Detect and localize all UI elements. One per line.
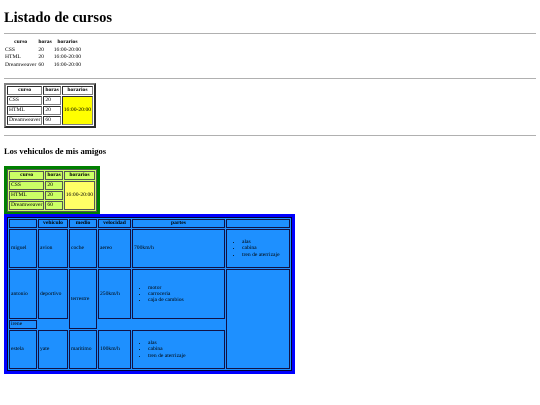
page-title: Listado de cursos <box>4 10 112 26</box>
table-cell: Dreamweaver <box>5 61 37 68</box>
merged-horario-cell: 16:00-20:00 <box>63 181 96 210</box>
table-cell: 60 <box>45 201 63 210</box>
column-header: horarios <box>63 171 96 180</box>
column-header: vehiculo <box>38 219 68 228</box>
divider-3 <box>4 135 536 136</box>
divider-2 <box>4 78 536 79</box>
table-cell: CSS <box>5 46 15 53</box>
vehiculos-table: vehiculo medio velocidad partes miguel a… <box>7 217 292 371</box>
table-cell: CSS <box>7 96 43 105</box>
column-header: partes <box>132 219 225 228</box>
table-cell: 20 <box>38 46 44 53</box>
table-cell: Dreamweaver <box>7 116 43 125</box>
partes-list: alas cabina tren de aterrizaje <box>134 340 223 359</box>
list-item: tren de aterrizaje <box>242 252 288 258</box>
list-item: tren de aterrizaje <box>148 353 223 359</box>
green-frame: curso horas horarios CSS 20 16:00-20:00 … <box>4 166 101 215</box>
table-cell: maritimo <box>69 330 97 369</box>
table-cell: coche <box>69 229 97 268</box>
table-cell: 16:00-20:00 <box>53 54 82 61</box>
column-header: horarios <box>61 86 94 95</box>
table-cell: alas cabina tren de aterrizaje <box>226 229 290 268</box>
list-item: cabina <box>242 245 288 251</box>
table-cell: 20 <box>38 54 44 61</box>
table-cell: 700km/h <box>132 229 225 268</box>
table-row: miguel avion coche aereo 700km/h alas ca… <box>9 229 290 268</box>
table-cell: 16:00-20:00 <box>53 46 82 53</box>
table-cell: deportivo <box>38 269 68 319</box>
list-item: alas <box>242 239 288 245</box>
table-row: HTML 20 16:00-20:00 <box>5 54 82 62</box>
table-cell: 250km/h <box>98 269 131 319</box>
table-row: CSS 20 16:00-20:00 <box>7 96 94 125</box>
table-row: Dreamweaver 60 <box>9 201 95 210</box>
partes-list: motor carroceria caja de cambios <box>134 285 223 304</box>
cursos-table-bordered: curso horas horarios CSS 20 16:00-20:00 … <box>4 83 97 128</box>
column-header: horas <box>45 171 63 180</box>
table-cell: 20 <box>43 106 61 115</box>
table-cell: 20 <box>45 191 63 200</box>
table-cell: CSS <box>9 181 45 190</box>
table-cell <box>226 269 290 369</box>
merged-horario-cell: 16:00-20:00 <box>61 96 94 125</box>
table-row: CSS 20 16:00-20:00 <box>9 181 96 210</box>
table-cell: alas cabina tren de aterrizaje <box>132 330 225 369</box>
column-header: curso <box>14 39 28 45</box>
table-cell: estela <box>9 330 37 369</box>
cursos-table-green: curso horas horarios CSS 20 16:00-20:00 … <box>7 169 98 212</box>
list-item: cabina <box>148 346 223 352</box>
column-header <box>226 219 290 228</box>
table-header-row: curso horas horarios <box>5 39 82 47</box>
partes-list: alas cabina tren de aterrizaje <box>228 239 288 258</box>
list-item: alas <box>148 340 223 346</box>
table-cell: 20 <box>43 96 61 105</box>
table-cell: HTML <box>5 54 21 61</box>
list-item: carroceria <box>148 291 223 297</box>
table-cell: yate <box>38 330 68 369</box>
table-row: Dreamweaver 60 <box>7 116 93 125</box>
table-cell: antonio <box>9 269 37 319</box>
table-cell: 60 <box>43 116 61 125</box>
table-header-row: vehiculo medio velocidad partes <box>9 219 290 228</box>
table-row: antonio deportivo terrestre 250km/h moto… <box>9 269 290 369</box>
column-header <box>9 219 37 228</box>
table-header-row: curso horas horarios <box>9 171 96 180</box>
table-cell: 60 <box>38 61 44 68</box>
column-header: horas <box>43 86 61 95</box>
column-header: velocidad <box>98 219 131 228</box>
table-row: HTML 20 <box>9 191 95 200</box>
list-item: caja de cambios <box>148 297 223 303</box>
table-cell: Dreamweaver <box>9 201 45 210</box>
column-header: curso <box>7 86 43 95</box>
table-header-row: curso horas horarios <box>7 86 94 95</box>
divider-1 <box>4 33 536 34</box>
table-row: irene <box>9 320 290 329</box>
column-header: medio <box>69 219 97 228</box>
table-cell: 16:00-20:00 <box>53 61 82 68</box>
table-cell: HTML <box>7 106 43 115</box>
column-header: curso <box>9 171 45 180</box>
column-header: horarios <box>57 39 78 45</box>
table-row: Dreamweaver 60 16:00-20:00 <box>5 62 82 70</box>
list-item: motor <box>148 285 223 291</box>
table-cell: 20 <box>45 181 63 190</box>
table-cell: irene <box>9 320 37 329</box>
table-row: estela yate maritimo 100km/h alas cabina… <box>9 330 290 369</box>
cursos-table: curso horas horarios CSS 20 16:00-20:00 … <box>4 39 83 69</box>
table-cell: 100km/h <box>98 330 131 369</box>
table-row: HTML 20 <box>7 106 93 115</box>
table-cell: terrestre <box>69 269 97 329</box>
table-cell: motor carroceria caja de cambios <box>132 269 225 319</box>
table-cell: miguel <box>9 229 37 268</box>
table-cell: HTML <box>9 191 45 200</box>
table-cell: avion <box>38 229 68 268</box>
section-title: Los vehiculos de mis amigos <box>4 146 107 156</box>
table-cell: aereo <box>98 229 131 268</box>
table-row: CSS 20 16:00-20:00 <box>5 47 82 55</box>
blue-frame: vehiculo medio velocidad partes miguel a… <box>4 214 295 374</box>
column-header: horas <box>38 39 52 45</box>
